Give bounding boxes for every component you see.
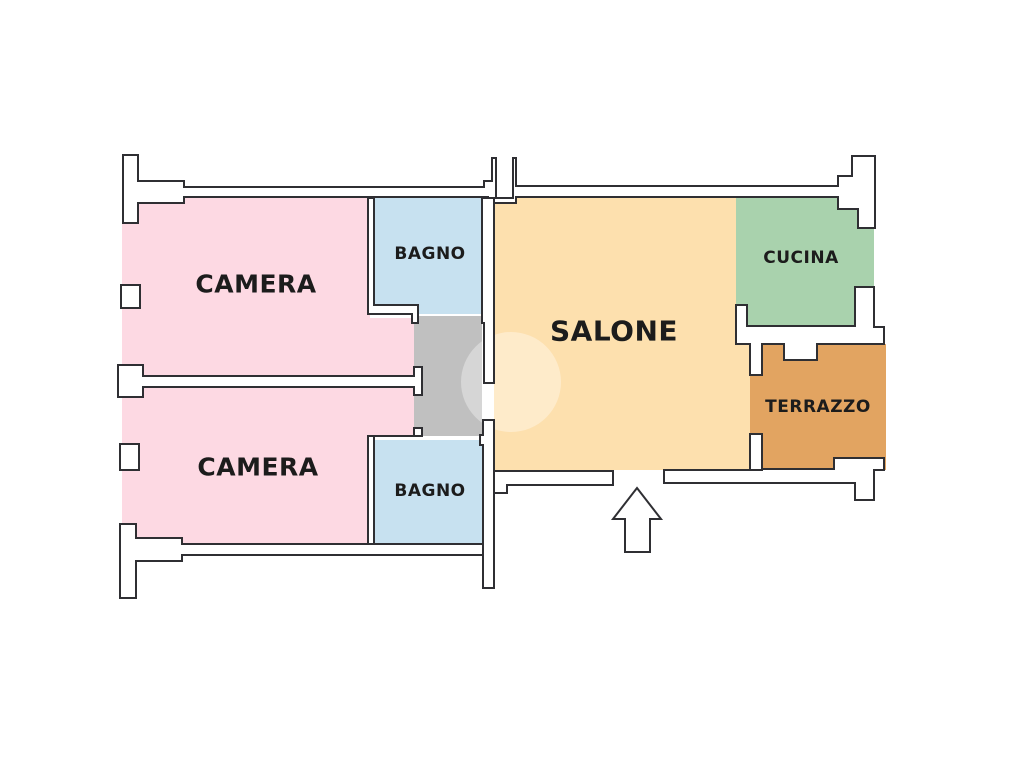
room-bagno-bottom — [374, 440, 482, 544]
wall-camera-divider — [117, 364, 423, 398]
label-bagno-top: BAGNO — [394, 244, 466, 264]
room-cucina — [736, 198, 874, 326]
wall-cucina-terrazzo — [735, 286, 885, 376]
label-bagno-bottom: BAGNO — [394, 481, 466, 501]
window-left-bottom — [119, 443, 140, 471]
room-camera-top — [122, 197, 370, 377]
wall-bagno-top — [367, 197, 419, 324]
wall-terrazzo-left — [749, 433, 763, 471]
room-salone-ext — [736, 326, 750, 470]
label-salone: SALONE — [549, 314, 679, 348]
window-left-top — [120, 284, 141, 309]
room-camera-bottom-ext — [370, 387, 418, 435]
label-camera-top: CAMERA — [195, 269, 317, 299]
wall-corridor-right-top — [481, 197, 495, 384]
label-cucina: CUCINA — [763, 248, 839, 268]
wall-corridor-right-bottom — [479, 419, 495, 589]
wall-top-left — [122, 154, 497, 224]
watermark — [461, 332, 561, 432]
room-camera-top-ext — [370, 318, 418, 377]
room-corridoio — [414, 316, 482, 436]
room-terrazzo — [750, 344, 886, 470]
entrance-arrow-icon — [610, 486, 664, 553]
label-terrazzo: TERRAZZO — [765, 397, 871, 417]
room-camera-bottom — [122, 387, 370, 544]
wall-salone-bottom-left — [493, 470, 614, 494]
wall-bottom-left — [119, 523, 484, 599]
room-bagno-top — [374, 198, 482, 314]
room-salone — [494, 198, 736, 470]
label-camera-bottom: CAMERA — [197, 452, 319, 482]
